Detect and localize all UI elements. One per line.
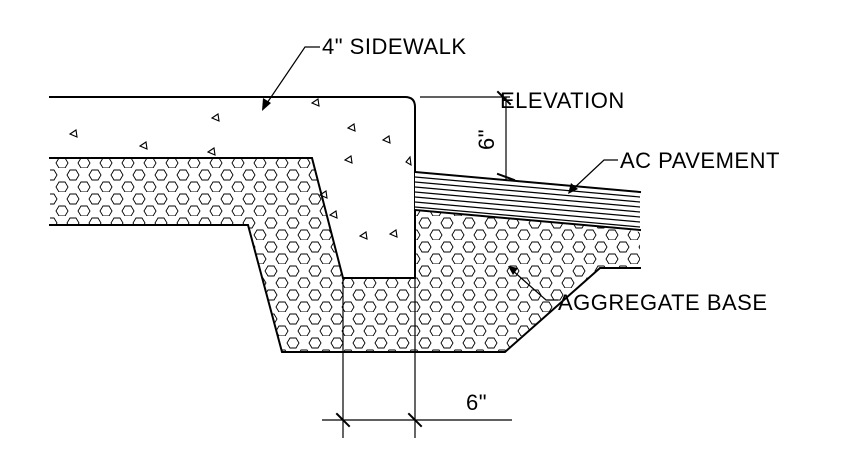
aggregate-base-leader — [508, 266, 558, 301]
sidewalk-outline — [49, 96, 416, 279]
subgrade-outline — [49, 224, 641, 353]
concrete-aggregate-marks — [68, 98, 412, 240]
sidewalk-curb — [50, 97, 415, 278]
sidewalk-label: 4" SIDEWALK — [322, 34, 467, 59]
ac-pavement-label: AC PAVEMENT — [620, 148, 780, 173]
sidewalk-leader — [262, 46, 320, 111]
ac-pavement-leader — [568, 159, 618, 194]
aggregate-base-left — [50, 158, 640, 352]
elevation-marker — [420, 90, 516, 182]
horizontal-dimension — [322, 278, 512, 438]
elevation-label: ELEVATION — [500, 88, 625, 113]
aggregate-base-label: AGGREGATE BASE — [558, 290, 768, 315]
horizontal-dimension-label: 6" — [466, 390, 487, 415]
ac-pavement — [413, 170, 642, 232]
vertical-dimension-label: 6" — [474, 129, 499, 150]
